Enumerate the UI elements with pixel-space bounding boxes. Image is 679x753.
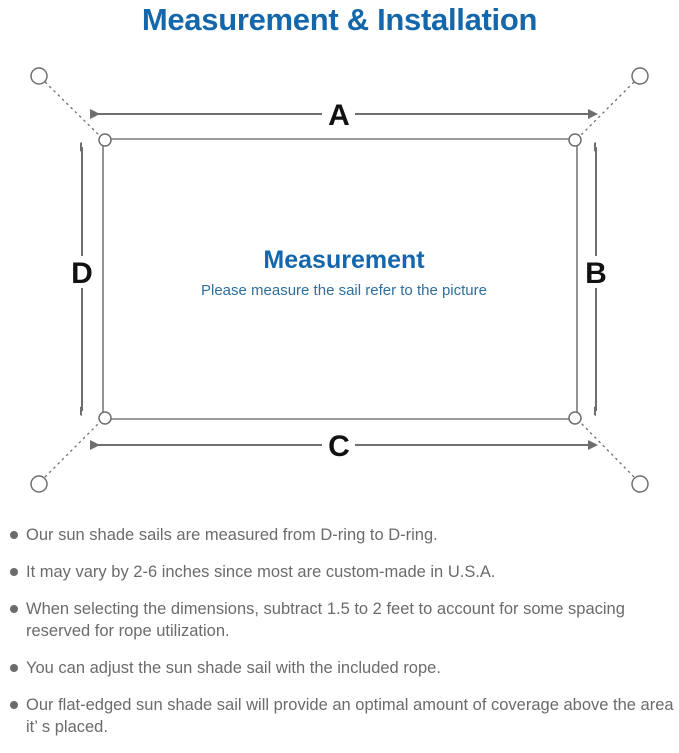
note-text: It may vary by 2-6 inches since most are… [26,563,496,581]
list-item: Our sun shade sails are measured from D-… [0,524,679,546]
d-ring-top-right [568,133,582,147]
notes-list: Our sun shade sails are measured from D-… [0,524,679,753]
anchor-point-top-right [631,67,649,85]
list-item: Our flat-edged sun shade sail will provi… [0,694,679,738]
note-text: Our flat-edged sun shade sail will provi… [26,696,674,736]
d-ring-bottom-right [568,411,582,425]
rope-top-right [578,81,635,138]
dimension-label-d: D [71,257,93,290]
sail-body [102,138,578,420]
sail-center-heading: Measurement [263,246,425,274]
page-title: Measurement & Installation [141,2,538,37]
list-item: You can adjust the sun shade sail with t… [0,657,679,679]
anchor-point-bottom-left [30,475,48,493]
bullet-icon [10,568,18,576]
sail-center-subtext: Please measure the sail refer to the pic… [201,282,487,299]
bullet-icon [10,664,18,672]
list-item: It may vary by 2-6 inches since most are… [0,561,679,583]
bullet-icon [10,531,18,539]
rope-bottom-left [44,420,102,478]
anchor-point-top-left [30,67,48,85]
bullet-icon [10,605,18,613]
rope-bottom-right [578,420,635,478]
sail-diagram: A C D B Measurement Please measure the s… [0,48,679,518]
dimension-label-c: C [328,430,350,463]
rope-top-left [44,81,102,138]
d-ring-top-left [98,133,112,147]
note-text: You can adjust the sun shade sail with t… [26,659,441,677]
d-ring-bottom-left [98,411,112,425]
anchor-point-bottom-right [631,475,649,493]
note-text: When selecting the dimensions, subtract … [26,600,625,640]
list-item: When selecting the dimensions, subtract … [0,598,679,642]
bullet-icon [10,701,18,709]
dimension-label-a: A [328,99,350,132]
note-text: Our sun shade sails are measured from D-… [26,526,438,544]
dimension-label-b: B [585,257,607,290]
